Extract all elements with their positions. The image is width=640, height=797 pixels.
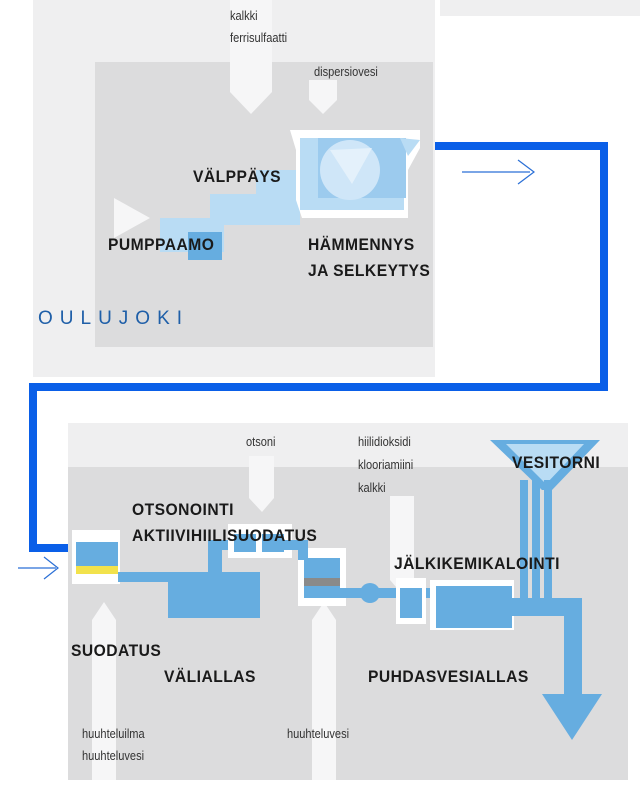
carbon-inlet-pipe: [298, 540, 308, 560]
screening-channel: [160, 150, 318, 252]
carbon-filter-bed: [304, 578, 340, 586]
carbon-filter-outlet: [304, 586, 340, 598]
ozonation-label: OTSONOINTI: [132, 500, 234, 519]
ozone-label: otsoni: [246, 434, 276, 449]
tower-pipe-3: [544, 480, 552, 610]
transfer-pipe: [29, 142, 608, 552]
post-chem-label-chloramine: kloorіamiini: [358, 457, 414, 472]
intake-arrow: [114, 198, 150, 238]
post-chem-tank: [400, 588, 422, 618]
distribution-arrow: [542, 694, 602, 740]
river-label: OULUJOKI: [38, 308, 190, 329]
clean-water-basin-label: PUHDASVESIALLAS: [368, 667, 529, 686]
flow-arrowhead-right: [517, 159, 535, 185]
backwash-air-label: huuhteluilma: [82, 726, 145, 741]
tower-pipe-1: [520, 480, 528, 610]
ozone-feed-arrow: [249, 456, 274, 512]
post-chemicalization-label: JÄLKIKEMIKALOINTI: [394, 554, 560, 573]
ozonation-cell-2: [262, 534, 284, 552]
chemical-feed-arrow: [230, 0, 272, 114]
top-strip: [440, 0, 640, 16]
intermediate-basin: [168, 572, 260, 618]
sand-filter-water: [76, 542, 118, 566]
pump-icon: [360, 583, 380, 603]
chemical-label-ferric: ferrisulfaatti: [230, 30, 288, 45]
tower-pipe-2: [532, 480, 540, 610]
carbon-backwash-arrow: [312, 602, 336, 780]
carbon-backwash-label: huuhteluvesi: [287, 726, 350, 741]
ozonation-cell-1: [234, 534, 256, 552]
intermediate-basin-label: VÄLIALLAS: [164, 667, 256, 686]
clean-water-basin: [436, 586, 512, 628]
filtration-label: SUODATUS: [71, 641, 162, 660]
screening-label: VÄLPPÄYS: [193, 167, 281, 186]
post-chem-label-co2: hiilidioksidi: [358, 434, 411, 449]
flow-arrowhead-left: [43, 556, 59, 580]
filter-outlet-pipe: [118, 572, 170, 582]
ozonation-outlet: [284, 540, 306, 550]
clarifier-sweep-icon: [330, 148, 372, 184]
clarification-label-2: JA SELKEYTYS: [308, 261, 431, 280]
dispersion-label: dispersiovesi: [314, 64, 378, 79]
water-tower-label: VESITORNI: [512, 453, 601, 472]
clarifier-outlet: [400, 138, 420, 156]
carbon-filtration-label: AKTIIVIHIILISUODATUS: [132, 526, 318, 545]
chemical-label-lime: kalkki: [230, 8, 258, 23]
sand-filter-bed: [76, 566, 118, 574]
post-chemical-arrow: [390, 496, 414, 594]
clean-water-pipe: [340, 588, 436, 598]
carbon-filter-water: [304, 558, 340, 578]
distribution-down-pipe: [564, 598, 582, 694]
clarification-label-1: HÄMMENNYS: [308, 235, 415, 254]
backwash-water-label: huuhteluvesi: [82, 748, 145, 763]
water-tower-inner: [506, 444, 584, 484]
filter-backwash-arrow: [92, 602, 116, 780]
pumping-label: PUMPPAAMO: [108, 235, 215, 254]
dispersion-water-arrow: [309, 80, 337, 114]
pump-well: [188, 232, 222, 260]
post-chem-label-lime: kalkki: [358, 480, 386, 495]
